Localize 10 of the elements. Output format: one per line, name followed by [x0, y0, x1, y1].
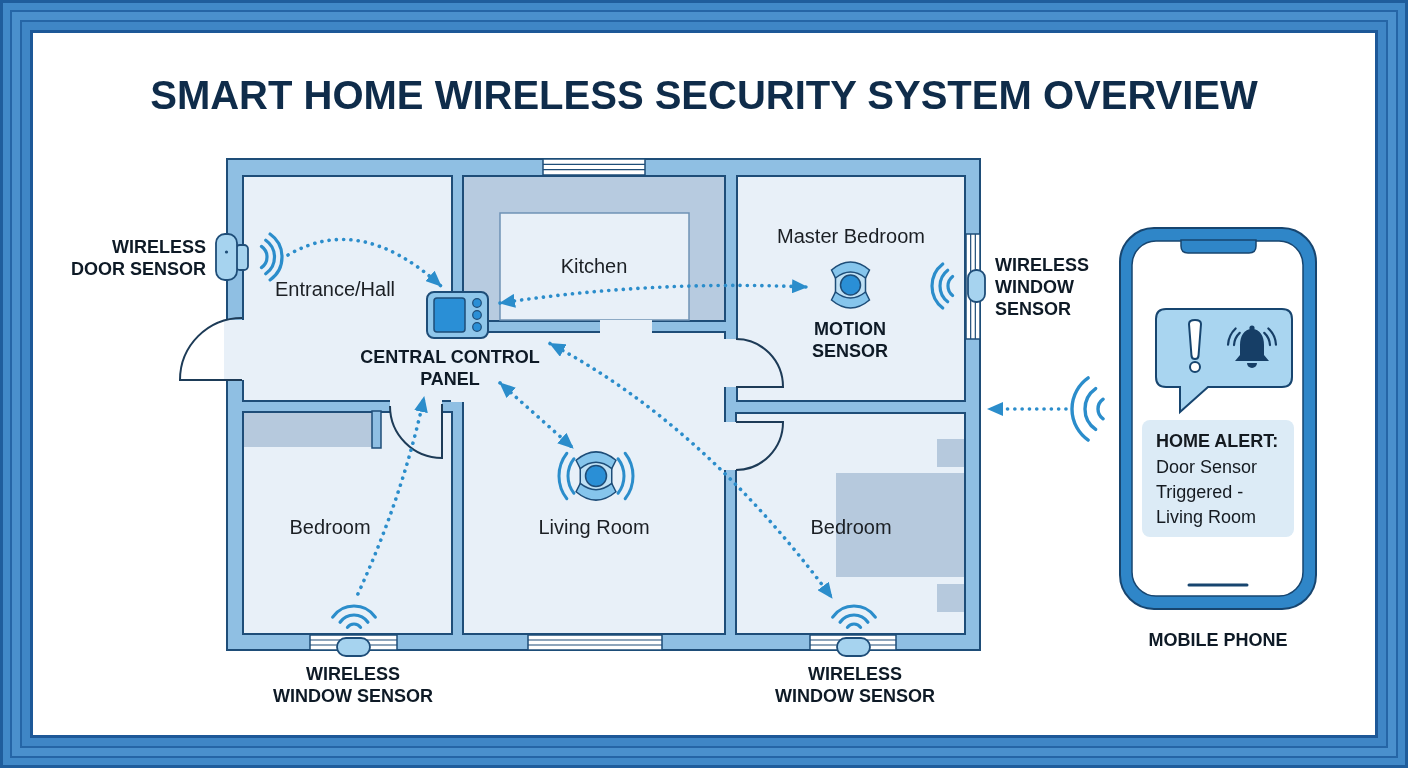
alert-heading: HOME ALERT:: [1156, 430, 1280, 453]
alert-message: Door Sensor Triggered - Living Room: [1156, 456, 1259, 529]
device-label: MOBILE PHONE: [1147, 629, 1289, 651]
device-label: WIRELESS WINDOW SENSOR: [774, 663, 936, 707]
device-label: WIRELESS WINDOW SENSOR: [272, 663, 434, 707]
device-label: WIRELESS WINDOW SENSOR: [995, 254, 1090, 320]
dotted-arrow: [986, 402, 1068, 416]
device-label: WIRELESS DOOR SENSOR: [69, 236, 206, 280]
alert-card: [1142, 420, 1294, 537]
title: SMART HOME WIRELESS SECURITY SYSTEM OVERVIEW: [150, 72, 1258, 119]
